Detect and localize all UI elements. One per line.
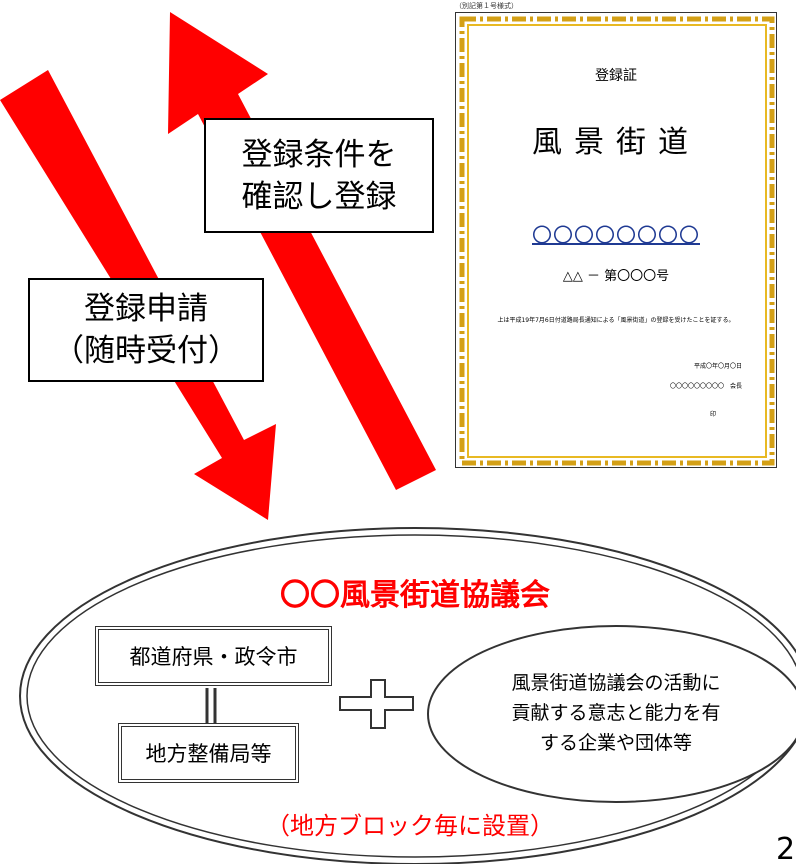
certificate-seal: 印 [709,411,716,418]
member-prefecture-label: 都道府県・政令市 [129,645,298,669]
confirm-register-label: 登録条件を 確認し登録 [204,118,434,233]
confirm-register-line2: 確認し登録 [241,178,397,215]
member-regional-bureau-box: 地方整備局等 [118,723,299,783]
partners-ellipse [427,625,796,803]
page-number: 2 [776,832,796,867]
council-title: 〇〇風景街道協議会 [280,578,550,613]
confirm-register-line1: 登録条件を [241,136,397,173]
member-prefecture-box: 都道府県・政令市 [95,626,332,686]
apply-register-label: 登録申請 （随時受付） [28,278,264,382]
certificate: 登録証 風景街道 〇〇〇〇〇〇〇〇 △△ － 第〇〇〇号 上は平成19年7月6日… [455,12,777,468]
partners-line3: する企業や団体等 [539,732,692,754]
certificate-number: △△ － 第〇〇〇号 [562,269,670,284]
partners-line1: 風景街道協議会の活動に [511,672,721,694]
certificate-body-text: 上は平成19年7月6日付道路局長通知による「風景街道」の登録を受けたことを証する… [497,317,735,324]
member-regional-bureau-label: 地方整備局等 [145,742,272,766]
certificate-border-ornament [459,16,775,466]
partners-line2: 貢献する意志と能力を有 [511,702,721,724]
plus-icon [339,679,414,729]
partners-text: 風景街道協議会の活動に 貢献する意志と能力を有 する企業や団体等 [446,668,786,758]
certificate-issuer: 〇〇〇〇〇〇〇〇〇 会長 [669,383,742,390]
apply-register-line2: （随時受付） [53,333,239,369]
council-ellipse-outer [19,527,796,864]
certificate-heading: 登録証 [595,68,637,84]
council-note: （地方ブロック毎に設置） [266,812,554,840]
certificate-form-caption: （別記第１号様式） [455,2,518,10]
certificate-title: 風景街道 [532,125,700,160]
certificate-date: 平成〇年〇月〇日 [693,363,742,370]
apply-register-line1: 登録申請 [84,291,208,327]
certificate-name-placeholder: 〇〇〇〇〇〇〇〇 [532,223,700,247]
